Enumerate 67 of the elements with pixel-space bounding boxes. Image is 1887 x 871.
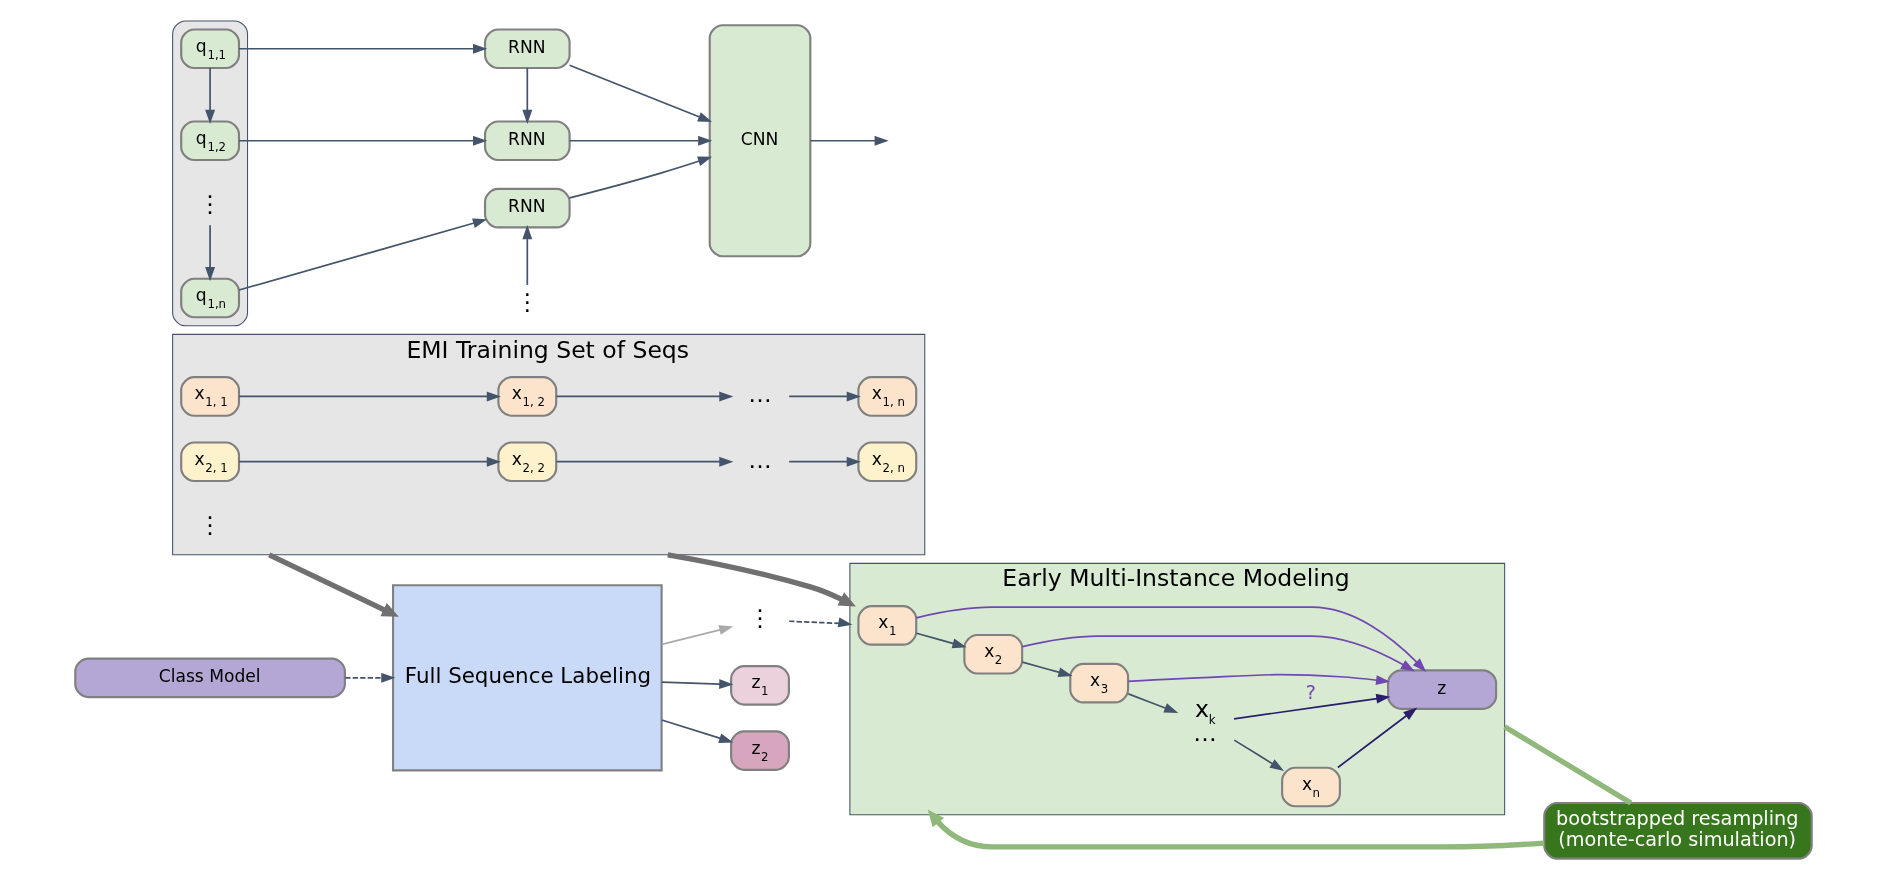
arrow — [344, 672, 396, 683]
node-box: x$_{1, 1}$ — [180, 376, 241, 417]
arrow — [568, 64, 713, 123]
node-box: x$_{2, 2}$ — [497, 441, 558, 483]
node-box: x$_{1, 2}$ — [497, 376, 558, 417]
node-text: … — [748, 380, 772, 409]
arrow — [522, 67, 533, 124]
arrow — [1021, 661, 1073, 678]
node-box: bootstrapped resampling (monte-carlo simulation) — [1543, 801, 1813, 860]
arrow — [568, 135, 713, 146]
node-box: CNN — [708, 24, 812, 258]
arrow — [555, 391, 734, 402]
cluster — [172, 20, 249, 327]
node-box: x$_{2}$ — [963, 633, 1024, 675]
arrow — [238, 218, 488, 291]
arrow — [1127, 673, 1391, 686]
arrow — [915, 606, 1427, 672]
arrow — [927, 809, 1545, 850]
arrow — [809, 135, 889, 146]
connector — [1503, 724, 1633, 806]
arrow — [238, 456, 501, 467]
node-box: q$_{1,n}$ — [180, 277, 241, 319]
arrow — [268, 552, 399, 617]
arrow — [660, 679, 734, 689]
arrow — [660, 719, 734, 743]
arrow — [915, 632, 967, 649]
node-box: x$_{2, 1}$ — [180, 441, 241, 483]
node-box: x$_{1, n}$ — [857, 376, 918, 417]
arrow — [205, 67, 216, 124]
node-box: x$_{n}$ — [1281, 766, 1341, 808]
arrow — [238, 135, 488, 146]
node-box: z — [1386, 669, 1498, 710]
node-text: x$_{k}$ … — [1193, 694, 1217, 747]
arrow — [238, 43, 488, 54]
node-box: Full Sequence Labeling — [391, 584, 663, 772]
arrow — [568, 156, 713, 199]
node-text: ⋮ — [748, 604, 772, 633]
arrow — [667, 552, 856, 607]
arrow — [1127, 693, 1179, 713]
arrow — [788, 456, 861, 467]
node-text: … — [748, 445, 772, 474]
arrow — [1233, 739, 1285, 771]
arrow — [238, 391, 501, 402]
arrow — [1337, 707, 1418, 769]
node-box: x$_{3}$ — [1069, 662, 1130, 704]
node-box: RNN — [484, 28, 571, 70]
node-box: Class Model — [74, 657, 346, 699]
node-text: ⋮ — [515, 288, 540, 317]
node-box: RNN — [484, 120, 571, 162]
arrow — [788, 617, 853, 628]
arrow — [522, 225, 533, 286]
node-box: x$_{1}$ — [857, 605, 918, 646]
node-box: x$_{2, n}$ — [857, 441, 918, 483]
node-box: RNN — [484, 187, 571, 229]
arrow — [788, 391, 861, 402]
node-box: z$_{2}$ — [730, 730, 790, 771]
node-box: q$_{1,2}$ — [180, 120, 241, 162]
arrow — [555, 456, 734, 467]
node-box: q$_{1,1}$ — [180, 28, 241, 70]
edge-label: ? — [1305, 680, 1316, 704]
arrow — [1233, 693, 1391, 720]
arrow — [660, 625, 734, 646]
arrow — [1021, 635, 1415, 672]
node-text: ⋮ — [198, 510, 222, 539]
node-box: z$_{1}$ — [730, 665, 790, 706]
node-text: ⋮ — [198, 190, 222, 218]
arrow — [205, 224, 216, 282]
